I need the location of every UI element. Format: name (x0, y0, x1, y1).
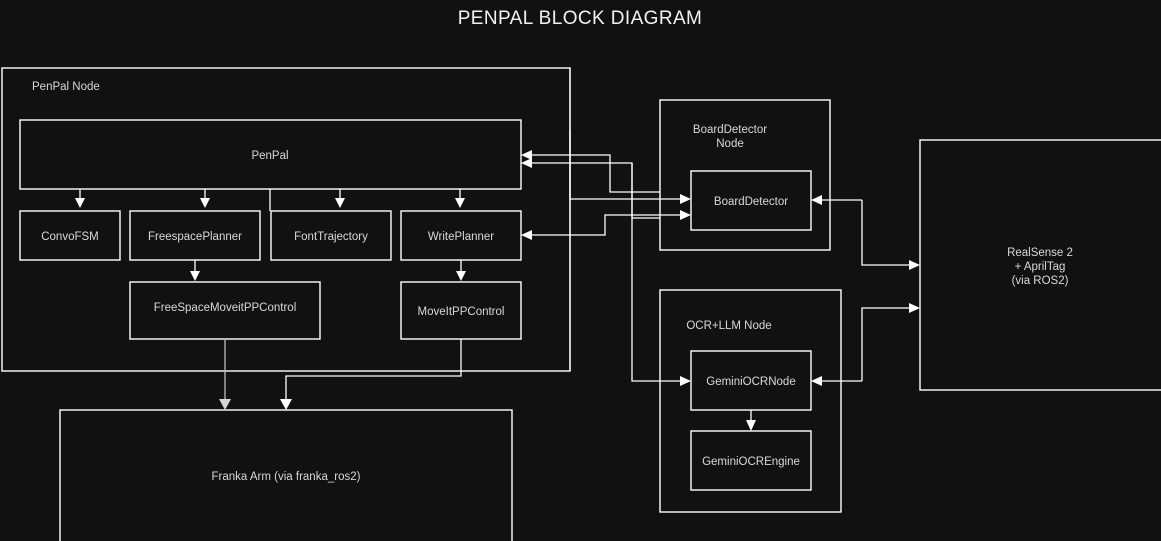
block-board-detector-label: BoardDetector (714, 196, 788, 208)
block-gemini-ocr-engine-label: GeminiOCREngine (702, 456, 800, 468)
arrowhead-penpal-to-font-trajectory (335, 198, 345, 208)
block-convofsm[interactable] (19, 210, 121, 261)
block-realsense-label-line3: (via ROS2) (1012, 275, 1069, 287)
arrowhead-moveit-control-to-franka (280, 399, 292, 410)
arrowhead-write-planner-to-moveit-control (456, 271, 466, 281)
arrowhead-realsense-to-gemini-ocr-node (811, 376, 822, 386)
block-franka-arm-label: Franka Arm (via franka_ros2) (212, 471, 361, 483)
block-moveit-pp-control-label: MoveItPPControl (418, 306, 505, 318)
group-penpal-node-label: PenPal Node (32, 81, 100, 93)
arrowhead-into-write-planner (521, 230, 532, 240)
group-board-detector-node-label-line1: BoardDetector (693, 124, 767, 136)
block-penpal-label: PenPal (251, 150, 288, 162)
group-board-detector-node (659, 99, 831, 251)
edge-write-planner-to-board-detector (531, 214, 681, 236)
arrowhead-penpal-to-board-detector (680, 194, 691, 204)
arrowhead-penpal-to-write-planner (455, 198, 465, 208)
edge-penpal-to-gemini-ocr-node (631, 163, 681, 382)
arrowhead-freespace-control-to-franka (219, 399, 231, 410)
arrowhead-penpal-to-convofsm (75, 198, 85, 208)
block-freespace-moveit-pp-control-label: FreeSpaceMoveitPPControl (154, 302, 297, 314)
block-realsense-label-line2: + AprilTag (1015, 261, 1066, 273)
arrowhead-penpal-to-gemini-ocr-node (680, 376, 691, 386)
block-convofsm-label: ConvoFSM (41, 231, 99, 243)
edge-realsense-feed-upper (861, 200, 910, 266)
arrowhead-write-planner-to-board-detector (680, 210, 691, 220)
edge-gemini-ocr-to-penpal (531, 162, 660, 219)
block-write-planner-label: WritePlanner (428, 231, 494, 243)
page-title: PENPAL BLOCK DIAGRAM (458, 8, 703, 29)
edge-board-detector-to-penpal (531, 154, 660, 193)
block-font-trajectory[interactable] (270, 210, 392, 261)
group-penpal-node (1, 67, 571, 372)
arrowhead-gemini-ocr-node-to-engine (746, 420, 756, 431)
block-realsense-label-line1: RealSense 2 (1007, 247, 1073, 259)
edge-realsense-feed-lower (861, 307, 910, 381)
block-gemini-ocr-node-label: GeminiOCRNode (706, 376, 795, 388)
block-freespace-planner-label: FreespacePlanner (148, 231, 242, 243)
arrowhead-realsense-to-board-detector (811, 195, 822, 205)
group-ocr-llm-node-label: OCR+LLM Node (686, 320, 771, 332)
group-ocr-llm-node (659, 289, 842, 513)
arrowhead-board-detector-to-penpal (521, 150, 532, 160)
block-board-detector[interactable] (690, 170, 812, 231)
arrowhead-gemini-ocr-to-penpal (521, 158, 532, 168)
arrowhead-penpal-to-freespace-planner (200, 198, 210, 208)
edge-penpal-to-board-detector (569, 130, 681, 200)
block-font-trajectory-label: FontTrajectory (294, 231, 368, 243)
group-board-detector-node-label-line2: Node (716, 138, 744, 150)
edge-moveit-control-to-franka (285, 339, 462, 400)
arrowhead-gemini-ocr-to-realsense (909, 303, 920, 313)
arrowhead-freespace-planner-to-control (190, 271, 200, 281)
arrowhead-board-detector-to-realsense (909, 260, 920, 270)
